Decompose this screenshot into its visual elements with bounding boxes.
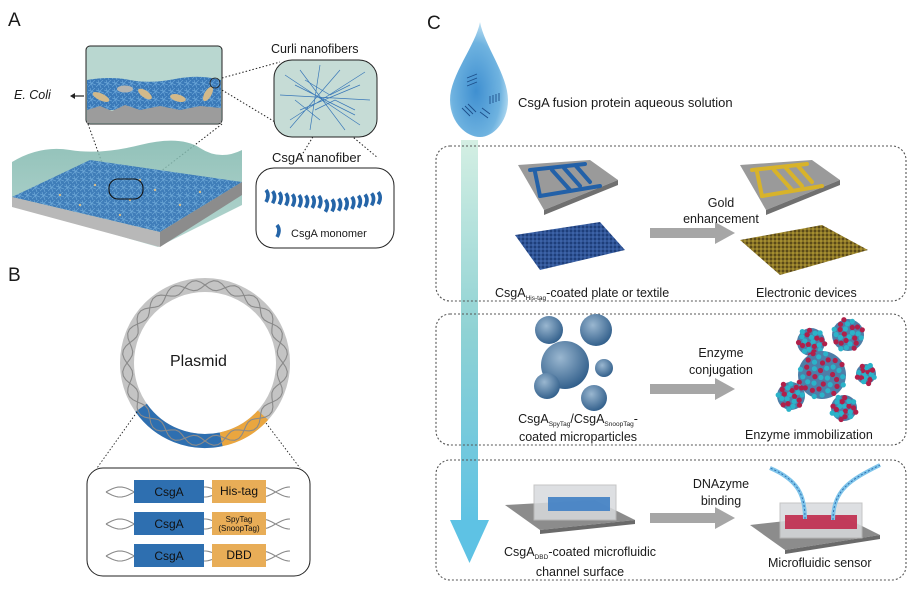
enzyme-conjugation-box	[435, 313, 907, 446]
csga-monomer-mark	[370, 192, 376, 207]
arrow-label-line: enhancement	[683, 212, 759, 226]
csga-monomer-mark	[304, 194, 310, 209]
label-part: -coated plate or textile	[546, 286, 670, 300]
gold-coated-textile	[740, 225, 868, 275]
arrow-label-line: binding	[700, 494, 742, 508]
csga-monomer-mark	[264, 188, 270, 203]
row1-right-label: Electronic devices	[756, 286, 857, 300]
label-line-1: CsgASpyTag/CsgASnoopTag-	[483, 413, 673, 431]
biofilm-cross-section-inset	[85, 45, 223, 125]
label-subscript: SnoopTag	[604, 421, 634, 428]
label-subscript: SpyTag	[548, 421, 571, 428]
protein-solution-droplet-icon	[450, 22, 508, 137]
label-part: -	[633, 412, 638, 426]
curli-nanofiber-inset	[273, 59, 378, 138]
droplet-label: CsgA fusion protein aqueous solution	[518, 95, 733, 110]
csga-monomer-mark	[356, 194, 363, 209]
csga-monomer-mark	[376, 191, 382, 206]
csga-monomer-mark	[277, 191, 283, 206]
microfluidic-sensor-chip	[750, 463, 881, 554]
csga-coated-microfluidic-chip	[505, 484, 635, 534]
row1-arrow-label: Gold enhancement	[676, 195, 766, 227]
csga-monomer-mark	[297, 193, 303, 208]
row2-left-label: CsgASpyTag/CsgASnoopTag- coated micropar…	[483, 413, 673, 444]
label-subscript: His-tag	[525, 295, 547, 302]
transform-arrows	[650, 222, 735, 529]
csga-monomer-mark	[330, 198, 336, 213]
plasmid-ring	[120, 278, 290, 448]
plasmid-zoom-lines	[96, 411, 301, 469]
csga-monomer-mark	[317, 194, 323, 209]
arrow-label-line: Gold	[707, 196, 735, 210]
row3-left-label: CsgADBD-coated microfluidic channel surf…	[495, 545, 665, 580]
row1-left-label: CsgAHis-tag-coated plate or textile	[495, 286, 669, 302]
csga-nanofiber-label: CsgA nanofiber	[272, 150, 361, 165]
enzyme-cluster	[829, 394, 859, 423]
row3-right-label: Microfluidic sensor	[768, 556, 872, 570]
label-part: /CsgA	[570, 412, 605, 426]
dnazyme-binding-box	[435, 459, 907, 581]
enzyme-cluster	[775, 381, 805, 412]
snooptag-label: (SnoopTag)	[218, 523, 260, 533]
row3-arrow-label: DNAzyme binding	[676, 476, 766, 510]
spytag-label: SpyTag	[225, 514, 253, 524]
gold-enhancement-box	[435, 145, 907, 302]
row2-right-label: Enzyme immobilization	[745, 428, 873, 442]
panel-b-letter: B	[8, 265, 21, 286]
csga-gene-block: CsgA	[134, 544, 204, 567]
label-line-2: coated microparticles	[518, 430, 638, 444]
csga-monomer-mark	[310, 194, 316, 209]
csga-monomer-mark	[343, 196, 349, 211]
label-line-1: CsgADBD-coated microfluidic	[495, 545, 665, 565]
panel-a-letter: A	[8, 10, 21, 31]
enzyme-cluster	[795, 327, 828, 358]
label-part: -coated microfluidic	[548, 545, 656, 559]
enzyme-cluster	[854, 362, 877, 387]
panel-a-illustration	[12, 45, 395, 249]
csga-gene-block: CsgA	[134, 480, 204, 503]
label-line-2: channel surface	[535, 565, 625, 579]
his-tag-block: His-tag	[212, 480, 266, 503]
arrow-label-line: DNAzyme	[692, 477, 750, 491]
label-subscript: DBD	[534, 554, 549, 561]
label-part: CsgA	[518, 412, 549, 426]
ecoli-label: E. Coli	[14, 88, 51, 102]
plasmid-label: Plasmid	[170, 353, 227, 370]
panel-b-illustration	[86, 278, 311, 577]
arrow-label-line: conjugation	[689, 363, 753, 377]
panel-c-illustration	[435, 22, 907, 581]
csga-monomer-mark	[323, 198, 330, 213]
csga-coated-microparticles	[534, 314, 613, 411]
row2-arrow-label: Enzyme conjugation	[676, 345, 766, 379]
spytag-block: SpyTag (SnoopTag)	[212, 512, 266, 535]
enzyme-cluster	[831, 317, 865, 352]
label-part: CsgA	[495, 286, 526, 300]
csga-monomer-legend-icon	[275, 223, 281, 238]
csga-monomer-mark	[363, 193, 369, 208]
csga-coated-textile	[515, 222, 625, 270]
arrow-label-line: Enzyme	[698, 346, 744, 360]
csga-monomer-mark	[337, 197, 343, 212]
csga-gene-block: CsgA	[134, 512, 204, 535]
csga-monomer-mark	[271, 190, 277, 205]
csga-monomer-label: CsgA monomer	[291, 228, 367, 240]
gold-electrode-plate	[740, 160, 840, 215]
csga-monomer-mark	[290, 193, 297, 208]
panel-c-letter: C	[427, 13, 441, 34]
enzyme-cluster	[796, 351, 846, 400]
enzyme-immobilized-particles	[775, 317, 877, 423]
csga-monomer-mark	[284, 192, 290, 207]
csga-coated-electrode-plate	[518, 160, 618, 215]
label-part: CsgA	[504, 545, 535, 559]
biofilm-3d-slab	[12, 140, 242, 247]
csga-monomer-mark	[350, 195, 356, 210]
dbd-block: DBD	[212, 544, 266, 567]
process-flow-arrow	[450, 140, 489, 563]
curli-nanofibers-label: Curli nanofibers	[271, 42, 359, 56]
csga-nanofiber-inset	[255, 167, 395, 249]
